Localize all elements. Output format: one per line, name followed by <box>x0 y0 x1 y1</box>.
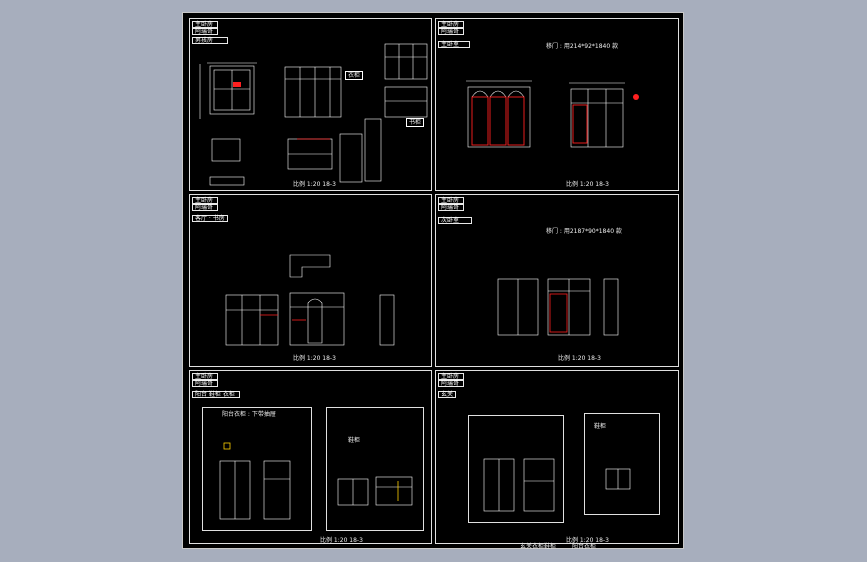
footer-label: 玄关衣柜鞋柜 <box>520 543 557 550</box>
title-block-line-2: 阿瑞哥 <box>192 380 218 387</box>
title-block-line-1: 主卧房 <box>438 197 464 204</box>
elevation-drawings <box>225 254 395 346</box>
sub-frame-shoe-cabinet <box>584 413 660 515</box>
footer-label: 阳台衣柜 <box>572 543 597 550</box>
drawing-sheet-living-room: 主卧房 阿瑞哥 客厅 · 书房 比例 1:20 18-3 <box>189 194 432 367</box>
title-block-line-2: 阿瑞哥 <box>192 28 218 35</box>
title-block-line-1: 主卧房 <box>192 373 218 380</box>
scale-label: 比例 1:20 18-3 <box>293 355 336 362</box>
title-block-line-2: 阿瑞哥 <box>438 204 464 211</box>
elevation-drawings <box>483 458 631 512</box>
title-block-line-1: 主卧房 <box>438 21 464 28</box>
sub-frame-shoe-cabinet <box>326 407 424 531</box>
sub-frame-balcony-wardrobe <box>202 407 312 531</box>
drawing-sheet-balcony: 主卧房 阿瑞哥 阳台 鞋柜 衣柜 阳台衣柜 : 下带抽屉 鞋柜 比例 1:20 … <box>189 370 432 544</box>
scale-label: 比例 1:20 18-3 <box>566 181 609 188</box>
scale-label: 比例 1:20 18-3 <box>320 537 363 544</box>
scale-label: 比例 1:20 18-3 <box>293 181 336 188</box>
room-label: 阳台 鞋柜 衣柜 <box>192 391 240 398</box>
elevation-drawings <box>219 442 413 520</box>
title-block-line-1: 主卧房 <box>192 197 218 204</box>
title-block-line-2: 阿瑞哥 <box>438 380 464 387</box>
sub-frame-entrance-cabinet <box>468 415 564 523</box>
elevation-drawings <box>199 43 428 186</box>
title-block-line-2: 阿瑞哥 <box>438 28 464 35</box>
door-spec-note: 移门 : 用2187*90*1840 款 <box>546 228 622 235</box>
sub-label: 鞋柜 <box>348 437 361 444</box>
dimension-note: 衣柜 <box>345 71 364 80</box>
sub-label: 阳台衣柜 : 下带抽屉 <box>222 411 276 418</box>
title-block-line-1: 主卧房 <box>438 373 464 380</box>
room-label: 男孩房 <box>192 37 228 44</box>
drawing-sheet-second-bedroom: 主卧房 阿瑞哥 次卧室 移门 : 用2187*90*1840 款 比例 1:20… <box>435 194 679 367</box>
sub-label: 鞋柜 <box>594 423 607 430</box>
room-label: 主卧室 <box>438 41 470 48</box>
elevation-drawings <box>466 80 639 148</box>
room-label: 玄关 <box>438 391 456 398</box>
drawing-sheet-master-bedroom: 主卧房 阿瑞哥 主卧室 移门 : 用214*92*1840 款 比例 1:20 … <box>435 18 679 191</box>
scale-label: 比例 1:20 18-3 <box>558 355 601 362</box>
cad-drawing-viewport[interactable]: 主卧房 阿瑞哥 男孩房 衣柜 书柜 比例 1:20 18-3 <box>182 12 684 550</box>
drawing-sheet-entrance: 主卧房 阿瑞哥 玄关 鞋柜 比例 1:20 18-3 玄关衣柜鞋柜 阳台衣柜 <box>435 370 679 550</box>
drawing-sheet-boys-room: 主卧房 阿瑞哥 男孩房 衣柜 书柜 比例 1:20 18-3 <box>189 18 432 191</box>
title-block-line-1: 主卧房 <box>192 21 218 28</box>
title-block-line-2: 阿瑞哥 <box>192 204 218 211</box>
elevation-drawings <box>497 278 619 336</box>
door-spec-note: 移门 : 用214*92*1840 款 <box>546 43 619 50</box>
scale-label: 比例 1:20 18-3 <box>566 537 609 544</box>
dimension-note: 书柜 <box>406 118 425 127</box>
room-label: 次卧室 <box>438 217 472 224</box>
room-label: 客厅 · 书房 <box>192 215 228 222</box>
